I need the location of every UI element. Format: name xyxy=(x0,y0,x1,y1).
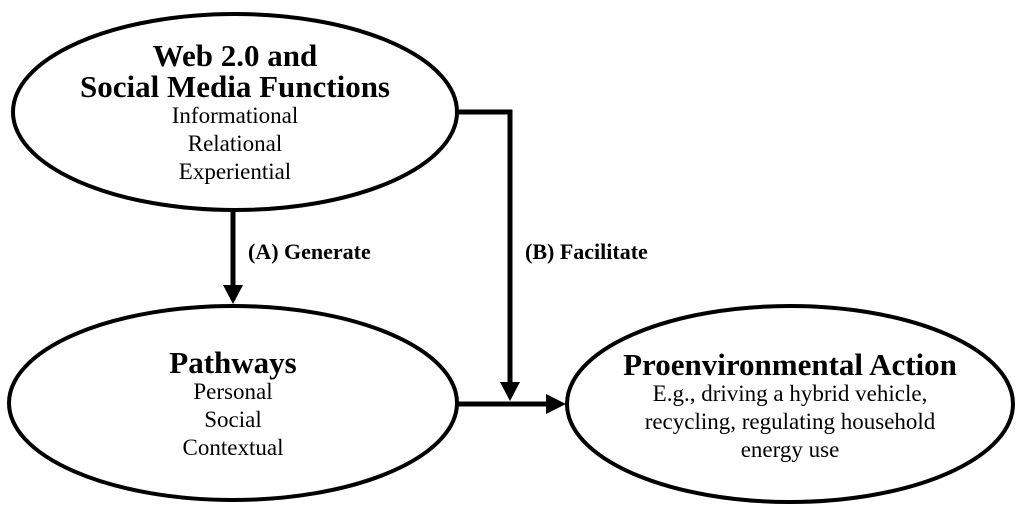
edge-generate-label: (A) Generate xyxy=(248,239,371,264)
node-web-item: Informational xyxy=(171,103,299,128)
node-action-title: Proenvironmental Action xyxy=(623,347,957,382)
node-pathways: Pathways Personal Social Contextual xyxy=(9,347,457,462)
node-proenvironmental-action-ellipse xyxy=(565,304,1015,504)
node-web-title-line2: Social Media Functions xyxy=(79,69,390,104)
node-proenvironmental-action: Proenvironmental Action E.g., driving a … xyxy=(567,349,1013,464)
node-web-title-line1: Web 2.0 and xyxy=(152,38,318,73)
edge-facilitate-arrow xyxy=(457,109,513,384)
node-pathways-item: Personal xyxy=(193,379,273,404)
edge-pathways-to-action-arrowhead xyxy=(546,394,566,414)
node-web-item: Experiential xyxy=(178,159,292,184)
node-web-item: Relational xyxy=(187,131,283,156)
node-pathways-item: Contextual xyxy=(182,435,284,460)
node-action-line: energy use xyxy=(740,437,840,462)
node-web-social-media: Web 2.0 and Social Media Functions Infor… xyxy=(13,40,457,186)
node-action-line: recycling, regulating household xyxy=(644,409,936,434)
node-action-line: E.g., driving a hybrid vehicle, xyxy=(652,381,928,406)
node-pathways-title: Pathways xyxy=(169,345,297,380)
node-pathways-item: Social xyxy=(204,407,262,432)
edge-generate-arrowhead xyxy=(223,285,243,304)
edge-facilitate-arrowhead xyxy=(500,382,520,401)
edge-facilitate-label: (B) Facilitate xyxy=(525,239,648,264)
